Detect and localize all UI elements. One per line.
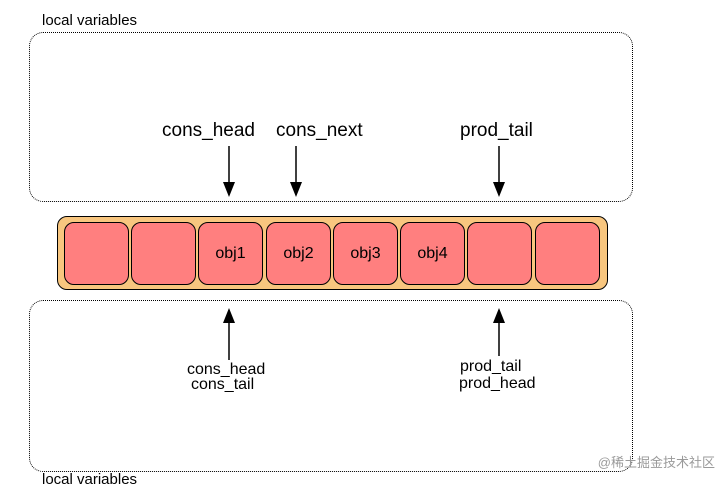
watermark: @稀土掘金技术社区: [597, 455, 715, 470]
cons-head-label-bottom: cons_head: [187, 361, 266, 378]
cons-tail-label-bottom: cons_tail: [191, 376, 255, 393]
ring-slot-obj1: obj1: [198, 222, 263, 285]
cons-next-label-top: cons_next: [276, 120, 363, 141]
ring-slot: [535, 222, 600, 285]
cons-head-label-top: cons_head: [162, 120, 255, 141]
local-variables-label-bottom: local variables: [42, 471, 138, 488]
prod-tail-label-top: prod_tail: [460, 120, 533, 141]
ring-slot-obj4: obj4: [400, 222, 465, 285]
prod-head-label-bottom: prod_head: [459, 375, 536, 392]
local-variables-region-bottom: [29, 300, 633, 472]
ring-slot: [64, 222, 129, 285]
ring-slot: [131, 222, 196, 285]
local-variables-label-top: local variables: [42, 12, 138, 29]
ring-slot: [467, 222, 532, 285]
ring-slot-obj2: obj2: [266, 222, 331, 285]
prod-tail-label-bottom: prod_tail: [460, 358, 522, 375]
ring-slot-obj3: obj3: [333, 222, 398, 285]
local-variables-region-top: [29, 32, 633, 202]
